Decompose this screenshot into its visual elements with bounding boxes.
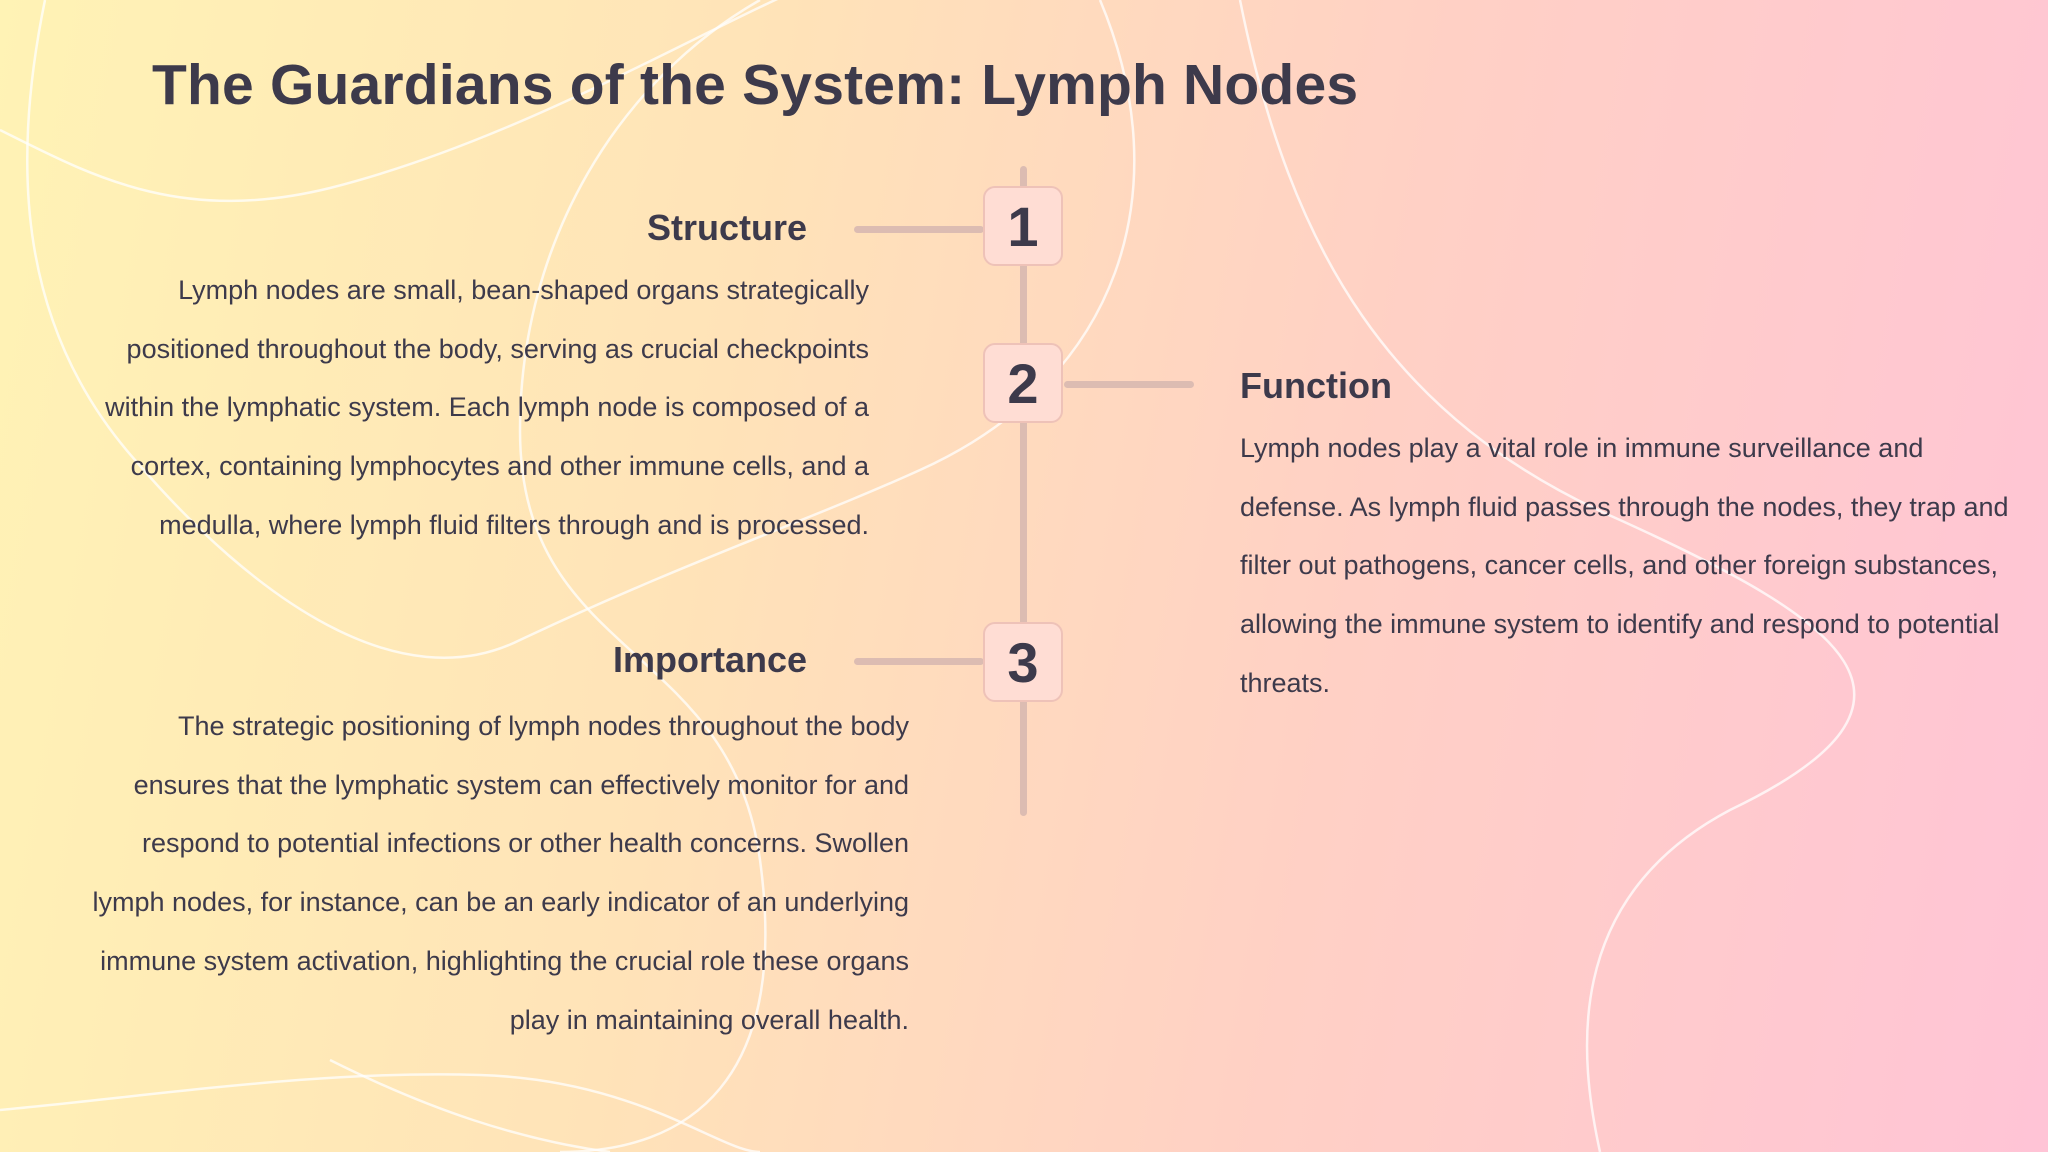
step-badge-1: 1 xyxy=(983,186,1063,266)
page-title: The Guardians of the System: Lymph Nodes xyxy=(152,53,1359,117)
step-badge-2: 2 xyxy=(983,343,1063,423)
function-heading: Function xyxy=(1240,365,1392,406)
structure-text: Lymph nodes are small, bean-shaped organ… xyxy=(105,275,869,540)
timeline-connector-1 xyxy=(854,226,984,233)
function-text: Lymph nodes play a vital role in immune … xyxy=(1240,433,2009,698)
timeline-axis-line xyxy=(1020,166,1027,816)
timeline-connector-3 xyxy=(854,658,984,665)
structure-heading: Structure xyxy=(646,207,807,248)
importance-heading: Importance xyxy=(612,639,807,680)
importance-text: The strategic positioning of lymph nodes… xyxy=(92,711,910,1035)
timeline-connector-2 xyxy=(1064,381,1194,388)
step-badge-3: 3 xyxy=(983,622,1063,702)
